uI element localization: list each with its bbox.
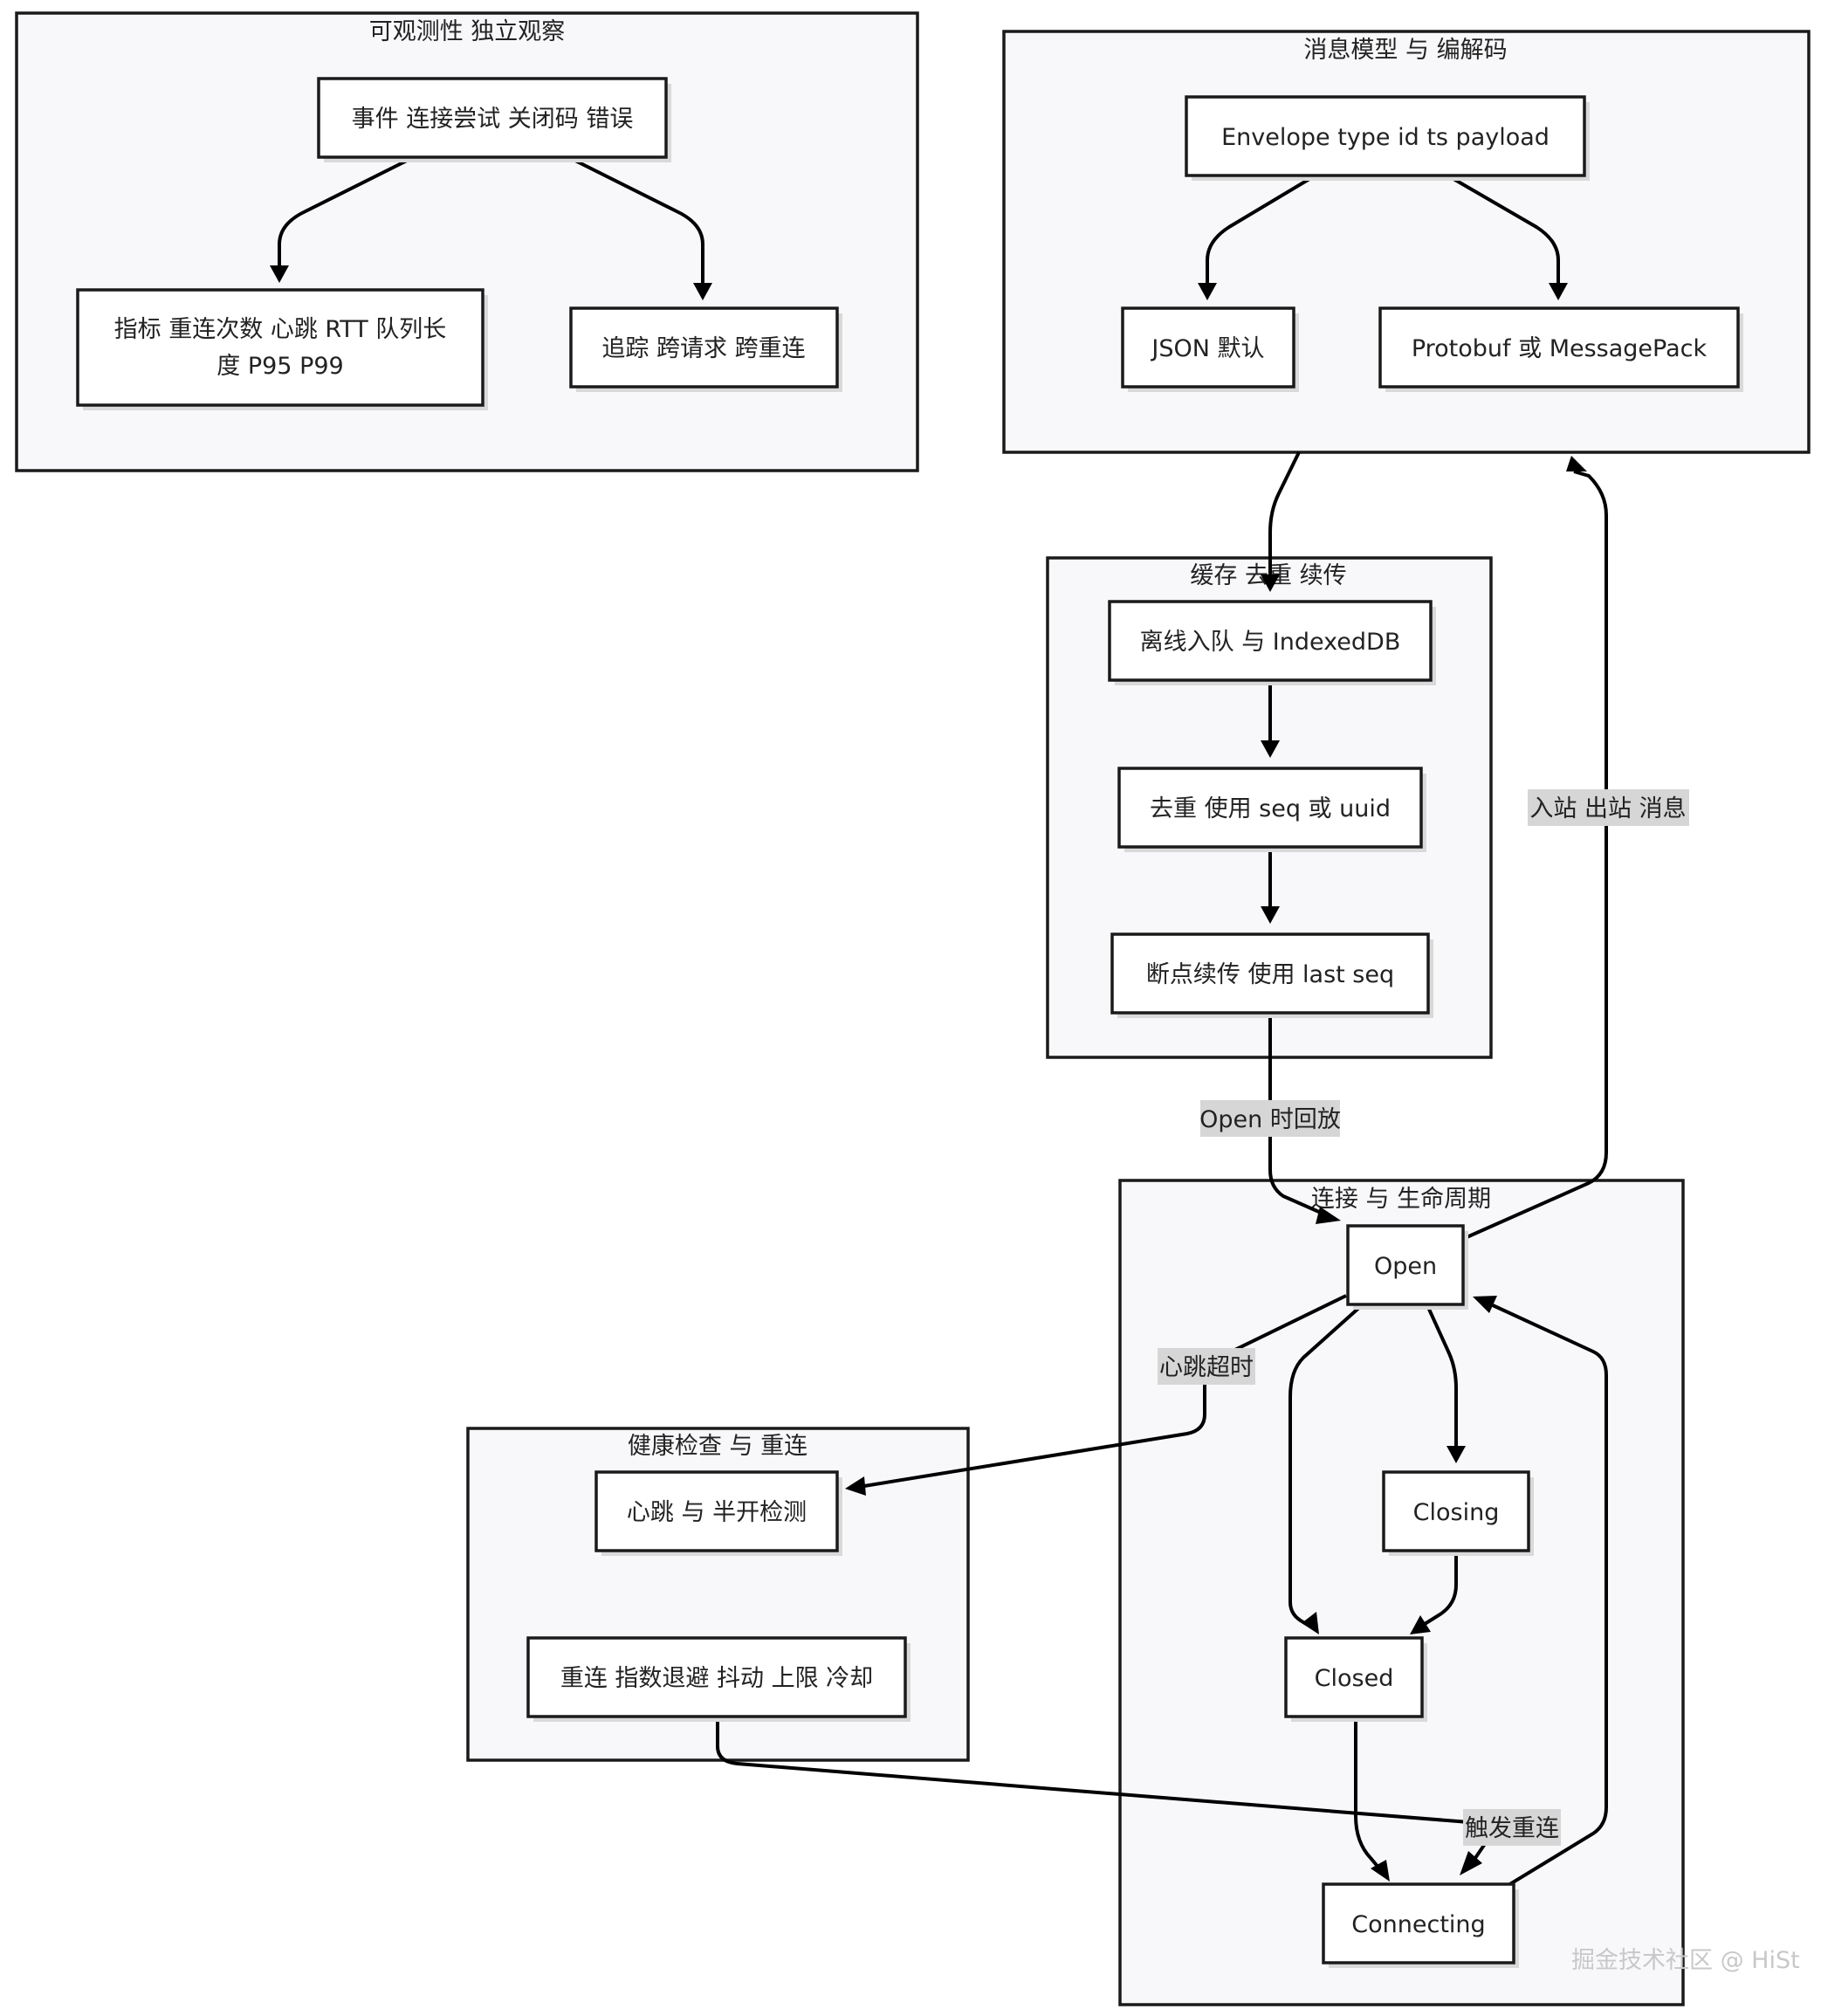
node-metrics: 指标 重连次数 心跳 RTT 队列长 度 P95 P99	[76, 288, 488, 410]
edge-events-metrics	[278, 157, 411, 267]
arrowhead	[1302, 1612, 1319, 1634]
node-offline-queue: 离线入队 与 IndexedDB	[1108, 600, 1436, 685]
edge-events-tracing	[571, 157, 704, 285]
node-protobuf: Protobuf 或 MessagePack	[1378, 306, 1743, 392]
node-open: Open	[1346, 1224, 1468, 1310]
node-envelope-label: Envelope type id ts payload	[1221, 124, 1550, 151]
cluster-observability-title: 可观测性 独立观察	[369, 18, 566, 45]
node-resume: 断点续传 使用 last seq	[1110, 932, 1433, 1018]
node-reconnect-label: 重连 指数退避 抖动 上限 冷却	[560, 1665, 873, 1692]
arrowhead	[1566, 456, 1587, 471]
edge-open-closed	[1288, 1304, 1364, 1627]
edge-label-trigger-reconnect-text: 触发重连	[1465, 1815, 1559, 1842]
edge-closed-connecting	[1354, 1718, 1381, 1870]
edge-label-heartbeat-timeout: 心跳超时	[1158, 1348, 1255, 1385]
arrowhead	[1460, 1851, 1482, 1875]
node-open-label: Open	[1374, 1253, 1437, 1280]
edges	[270, 157, 1608, 1896]
node-resume-label: 断点续传 使用 last seq	[1146, 961, 1394, 988]
edge-resume-open	[1268, 1013, 1328, 1217]
node-tracing: 追踪 跨请求 跨重连	[569, 306, 842, 392]
cluster-lifecycle-title: 连接 与 生命周期	[1311, 1186, 1491, 1213]
node-connecting: Connecting	[1322, 1882, 1519, 1968]
edge-connecting-open	[1491, 1304, 1608, 1896]
node-closing-label: Closing	[1413, 1499, 1500, 1526]
edge-message-model-offline	[1268, 451, 1301, 576]
arrowhead	[1261, 740, 1280, 758]
node-closed: Closed	[1284, 1636, 1427, 1722]
edge-label-trigger-reconnect: 触发重连	[1463, 1809, 1561, 1846]
arrowhead	[845, 1476, 866, 1496]
node-dedup-label: 去重 使用 seq 或 uuid	[1150, 795, 1391, 822]
cluster-lifecycle: 连接 与 生命周期	[1118, 1179, 1685, 2006]
edge-label-replay-text: Open 时回放	[1199, 1106, 1341, 1133]
node-heartbeat: 心跳 与 半开检测	[594, 1470, 842, 1556]
node-dedup: 去重 使用 seq 或 uuid	[1117, 767, 1426, 852]
arrowhead	[1473, 1296, 1497, 1313]
node-envelope: Envelope type id ts payload	[1185, 95, 1590, 181]
arrowhead	[1410, 1615, 1431, 1634]
node-connecting-label: Connecting	[1351, 1911, 1485, 1938]
edge-open-closing	[1426, 1304, 1458, 1448]
edge-open-message-model	[1464, 470, 1608, 1240]
node-json-label: JSON 默认	[1150, 335, 1264, 362]
arrowhead	[693, 283, 712, 300]
watermark: 掘金技术社区 @ HiSt	[1571, 1947, 1800, 1974]
edge-envelope-protobuf	[1447, 175, 1560, 285]
edge-closing-closed	[1423, 1552, 1458, 1626]
arrowhead	[1316, 1207, 1341, 1224]
arrowhead	[270, 265, 289, 283]
edge-label-replay: Open 时回放	[1199, 1100, 1341, 1137]
node-heartbeat-label: 心跳 与 半开检测	[627, 1499, 807, 1526]
edge-envelope-json	[1206, 175, 1316, 285]
arrowhead	[1371, 1860, 1390, 1882]
node-metrics-label-line2: 度 P95 P99	[216, 353, 343, 380]
node-closed-label: Closed	[1315, 1665, 1394, 1692]
node-closing: Closing	[1382, 1470, 1534, 1556]
arrowhead	[1198, 283, 1217, 300]
node-reconnect: 重连 指数退避 抖动 上限 冷却	[526, 1636, 910, 1722]
edge-label-messages: 入站 出站 消息	[1528, 789, 1689, 826]
node-tracing-label: 追踪 跨请求 跨重连	[601, 335, 805, 362]
node-json: JSON 默认	[1121, 306, 1299, 392]
cluster-health-title: 健康检查 与 重连	[628, 1433, 807, 1460]
node-events-label: 事件 连接尝试 关闭码 错误	[352, 106, 634, 133]
node-offline-queue-label: 离线入队 与 IndexedDB	[1140, 629, 1401, 656]
arrowhead	[1261, 575, 1280, 592]
cluster-message-model-title: 消息模型 与 编解码	[1303, 37, 1507, 64]
node-protobuf-label: Protobuf 或 MessagePack	[1412, 335, 1708, 362]
arrowhead	[1549, 283, 1568, 300]
arrowhead	[1446, 1446, 1466, 1463]
node-events: 事件 连接尝试 关闭码 错误	[317, 77, 671, 162]
arrowhead	[1261, 906, 1280, 924]
edge-label-messages-text: 入站 出站 消息	[1529, 795, 1686, 822]
node-metrics-label-line1: 指标 重连次数 心跳 RTT 队列长	[114, 316, 447, 343]
edge-label-heartbeat-timeout-text: 心跳超时	[1159, 1354, 1254, 1381]
